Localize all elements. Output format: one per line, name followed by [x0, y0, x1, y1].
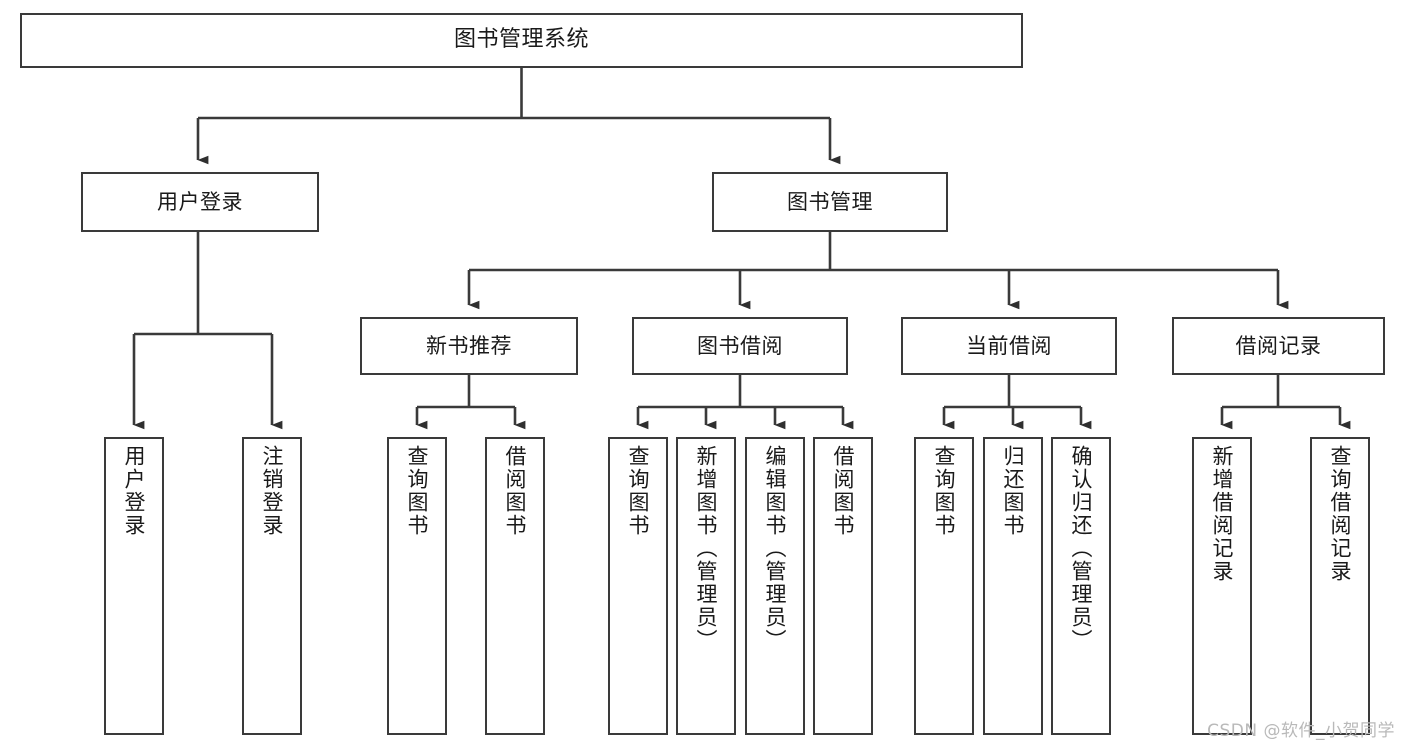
node-book-management[interactable]: 图书管理	[712, 172, 948, 232]
node-leaf-query-book-3[interactable]: 查询图书	[914, 437, 974, 735]
node-leaf-confirm-return[interactable]: 确认归还（管理员）	[1051, 437, 1111, 735]
node-root-label: 图书管理系统	[453, 27, 589, 53]
node-leaf-borrow-book-1[interactable]: 借阅图书	[485, 437, 545, 735]
node-book-borrow[interactable]: 图书借阅	[632, 317, 848, 375]
node-leaf-borrow-book-1-label: 借阅图书	[503, 445, 528, 537]
node-book-borrow-label: 图书借阅	[697, 333, 783, 358]
node-user-login[interactable]: 用户登录	[81, 172, 319, 232]
node-leaf-query-book-3-label: 查询图书	[932, 445, 957, 537]
node-leaf-user-login-label: 用户登录	[122, 445, 147, 537]
node-leaf-query-book-1-label: 查询图书	[405, 445, 430, 537]
node-leaf-edit-book-label: 编辑图书（管理员）	[763, 445, 788, 652]
node-borrow-record-label: 借阅记录	[1235, 333, 1322, 358]
node-leaf-query-book-1[interactable]: 查询图书	[387, 437, 447, 735]
node-leaf-borrow-book-2[interactable]: 借阅图书	[813, 437, 873, 735]
node-leaf-add-record[interactable]: 新增借阅记录	[1192, 437, 1252, 735]
node-book-management-label: 图书管理	[787, 189, 873, 214]
node-leaf-query-record-label: 查询借阅记录	[1328, 445, 1353, 583]
node-leaf-logout-label: 注销登录	[260, 445, 285, 537]
node-leaf-logout[interactable]: 注销登录	[242, 437, 302, 735]
node-borrow-record[interactable]: 借阅记录	[1172, 317, 1385, 375]
node-leaf-confirm-return-label: 确认归还（管理员）	[1069, 445, 1094, 652]
node-current-borrow-label: 当前借阅	[966, 333, 1052, 358]
node-leaf-add-book[interactable]: 新增图书（管理员）	[676, 437, 736, 735]
node-leaf-return-book[interactable]: 归还图书	[983, 437, 1043, 735]
node-leaf-add-record-label: 新增借阅记录	[1210, 445, 1235, 583]
node-leaf-add-book-label: 新增图书（管理员）	[694, 445, 719, 652]
node-current-borrow[interactable]: 当前借阅	[901, 317, 1117, 375]
node-leaf-borrow-book-2-label: 借阅图书	[831, 445, 856, 537]
node-leaf-user-login[interactable]: 用户登录	[104, 437, 164, 735]
node-new-book-recommend-label: 新书推荐	[426, 333, 512, 358]
node-leaf-return-book-label: 归还图书	[1001, 445, 1026, 537]
node-new-book-recommend[interactable]: 新书推荐	[360, 317, 578, 375]
node-leaf-query-book-2-label: 查询图书	[626, 445, 651, 537]
node-root[interactable]: 图书管理系统	[20, 13, 1023, 68]
node-leaf-edit-book[interactable]: 编辑图书（管理员）	[745, 437, 805, 735]
node-user-login-label: 用户登录	[157, 189, 243, 214]
node-leaf-query-book-2[interactable]: 查询图书	[608, 437, 668, 735]
node-leaf-query-record[interactable]: 查询借阅记录	[1310, 437, 1370, 735]
